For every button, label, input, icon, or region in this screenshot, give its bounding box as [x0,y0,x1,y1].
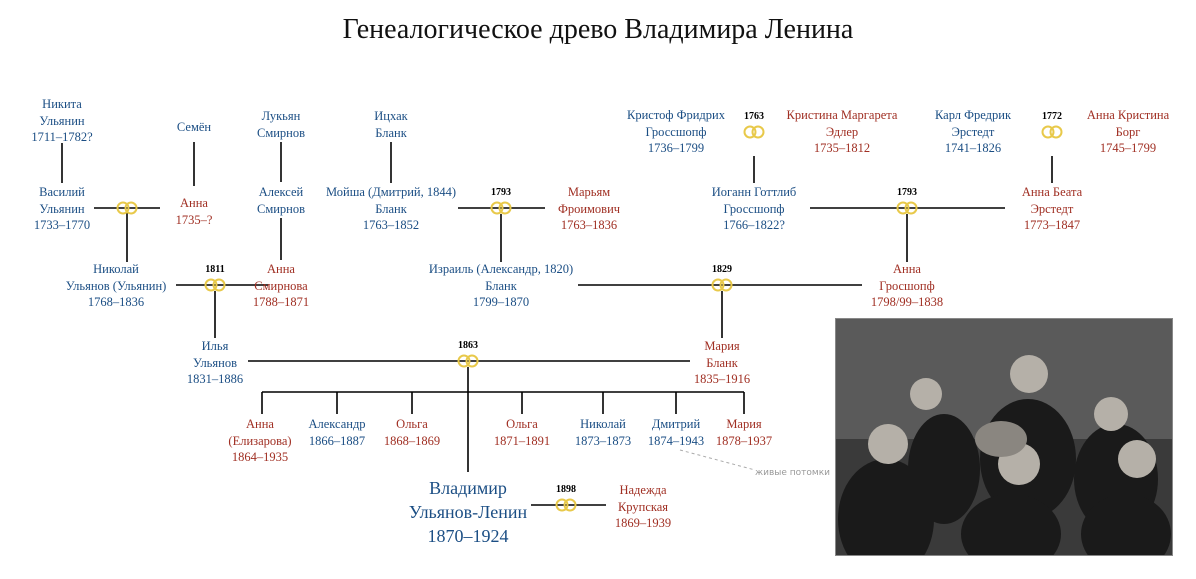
marriage-year: 1898 [556,484,576,495]
marriage-year: 1793 [897,187,917,198]
living-descendants-note: живые потомки [755,468,830,478]
marriage-rings-icon [711,278,733,292]
marriage-rings-icon [1041,125,1063,139]
page-title: Генеалогическое древо Владимира Ленина [342,14,854,45]
marriage-rings-icon [555,498,577,512]
marriage-year: 1772 [1042,111,1062,122]
person-anna-elizarova: Анна(Елизарова)1864–1935 [228,417,292,464]
marriage-rings-icon [490,201,512,215]
family-photo [835,318,1173,556]
marriage-rings-icon [116,201,138,215]
marriage-year: 1829 [712,264,732,275]
marriage-year: 1763 [744,111,764,122]
marriage-rings-icon [457,354,479,368]
marriage-year: 1811 [205,264,225,275]
marriage-rings-icon [896,201,918,215]
marriage-year: 1863 [458,340,478,351]
marriage-rings-icon [204,278,226,292]
marriage-rings-icon [743,125,765,139]
person-semen: Семён [176,120,212,134]
marriage-year: 1793 [491,187,511,198]
family-photo-image [836,319,1172,555]
